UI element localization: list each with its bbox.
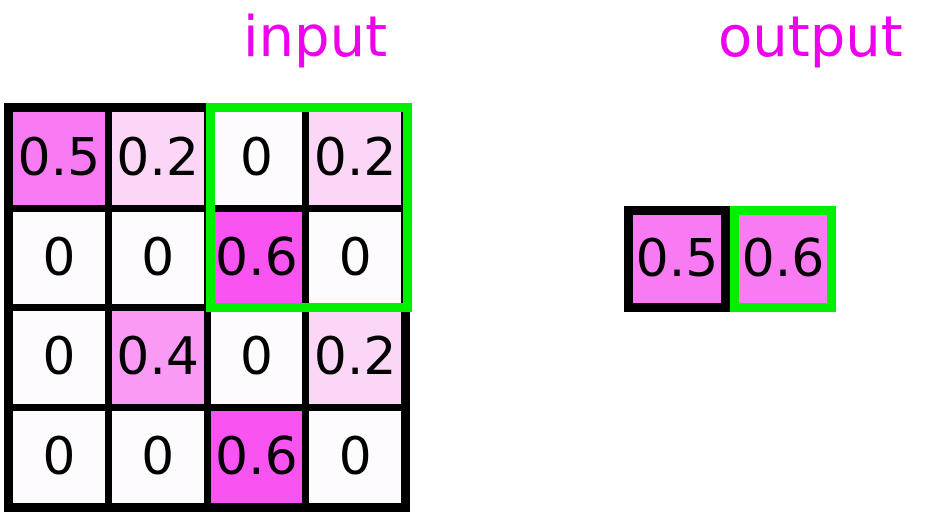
input-panel-title: input	[243, 5, 388, 70]
input-cell: 0	[210, 112, 303, 205]
output-panel-title: output	[718, 5, 903, 70]
input-cell: 0.2	[309, 112, 401, 205]
input-cell: 0	[13, 211, 105, 304]
input-cell: 0	[13, 311, 105, 404]
input-cell: 0.6	[210, 410, 303, 503]
input-cell: 0.5	[13, 112, 105, 205]
input-cell: 0.4	[111, 311, 204, 404]
output-cell: 0.6	[730, 206, 836, 312]
input-cell: 0	[309, 211, 401, 304]
input-cell: 0	[210, 311, 303, 404]
input-cell: 0	[111, 211, 204, 304]
output-cell: 0.5	[624, 206, 730, 312]
input-cell: 0	[309, 410, 401, 503]
input-cell: 0	[13, 410, 105, 503]
input-cell: 0.2	[111, 112, 204, 205]
input-cell: 0.2	[309, 311, 401, 404]
input-cell: 0.6	[210, 211, 303, 304]
input-cell: 0	[111, 410, 204, 503]
